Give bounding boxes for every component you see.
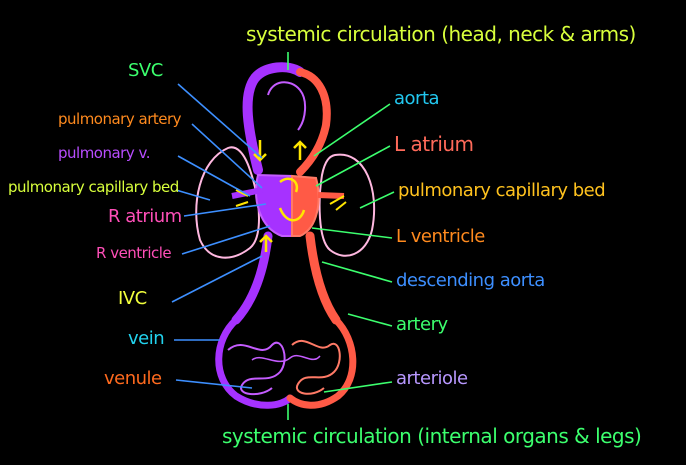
pointer-descending-aorta: [322, 262, 392, 282]
label-artery: artery: [396, 316, 448, 334]
label-svc: SVC: [128, 62, 163, 80]
pointer-pulmonary-capillary-right: [360, 192, 394, 208]
descending-aorta-vessel: [310, 236, 336, 320]
label-arteriole: arteriole: [396, 370, 468, 388]
label-venule: venule: [104, 370, 162, 388]
pointer-pulmonary-vein: [178, 156, 250, 196]
upper-loop-detail: [268, 82, 305, 130]
pulmonary-vein-vessel: [318, 195, 344, 196]
pointer-arteriole: [324, 382, 392, 392]
label-pulmonary-capillary-bed-right: pulmonary capillary bed: [398, 182, 605, 200]
lower-loop-venous: [219, 320, 290, 405]
label-r-ventricle: R ventricle: [96, 246, 171, 261]
label-r-atrium: R atrium: [108, 208, 182, 226]
label-aorta: aorta: [394, 90, 439, 108]
right-pointer-lines: [288, 52, 394, 420]
pointer-pulmonary-capillary-left: [176, 190, 210, 200]
ivc-vessel: [236, 236, 268, 320]
label-bottom-title: systemic circulation (internal organs & …: [222, 426, 641, 446]
label-pulmonary-artery: pulmonary artery: [58, 112, 181, 127]
pointer-r-ventricle: [182, 226, 270, 254]
lower-capillary-mixed: [252, 356, 320, 362]
label-l-atrium: L atrium: [394, 134, 474, 154]
label-top-title: systemic circulation (head, neck & arms): [246, 24, 636, 44]
pointer-l-ventricle: [312, 228, 392, 238]
pointer-venule: [176, 380, 252, 388]
heart-right-side: [256, 175, 292, 236]
label-ivc: IVC: [118, 290, 147, 308]
pointer-l-atrium: [316, 146, 390, 186]
flow-arrow-aorta: [294, 142, 306, 160]
upper-loop-arterial: [300, 72, 327, 172]
label-pulmonary-vein: pulmonary v.: [58, 146, 150, 161]
label-pulmonary-capillary-bed-left: pulmonary capillary bed: [8, 180, 179, 195]
label-vein: vein: [128, 330, 164, 348]
pointer-artery: [348, 314, 392, 326]
label-descending-aorta: descending aorta: [396, 272, 545, 290]
right-lung-outline: [196, 147, 259, 257]
label-l-ventricle: L ventricle: [396, 228, 485, 246]
lower-capillary-arterial: [292, 341, 340, 394]
